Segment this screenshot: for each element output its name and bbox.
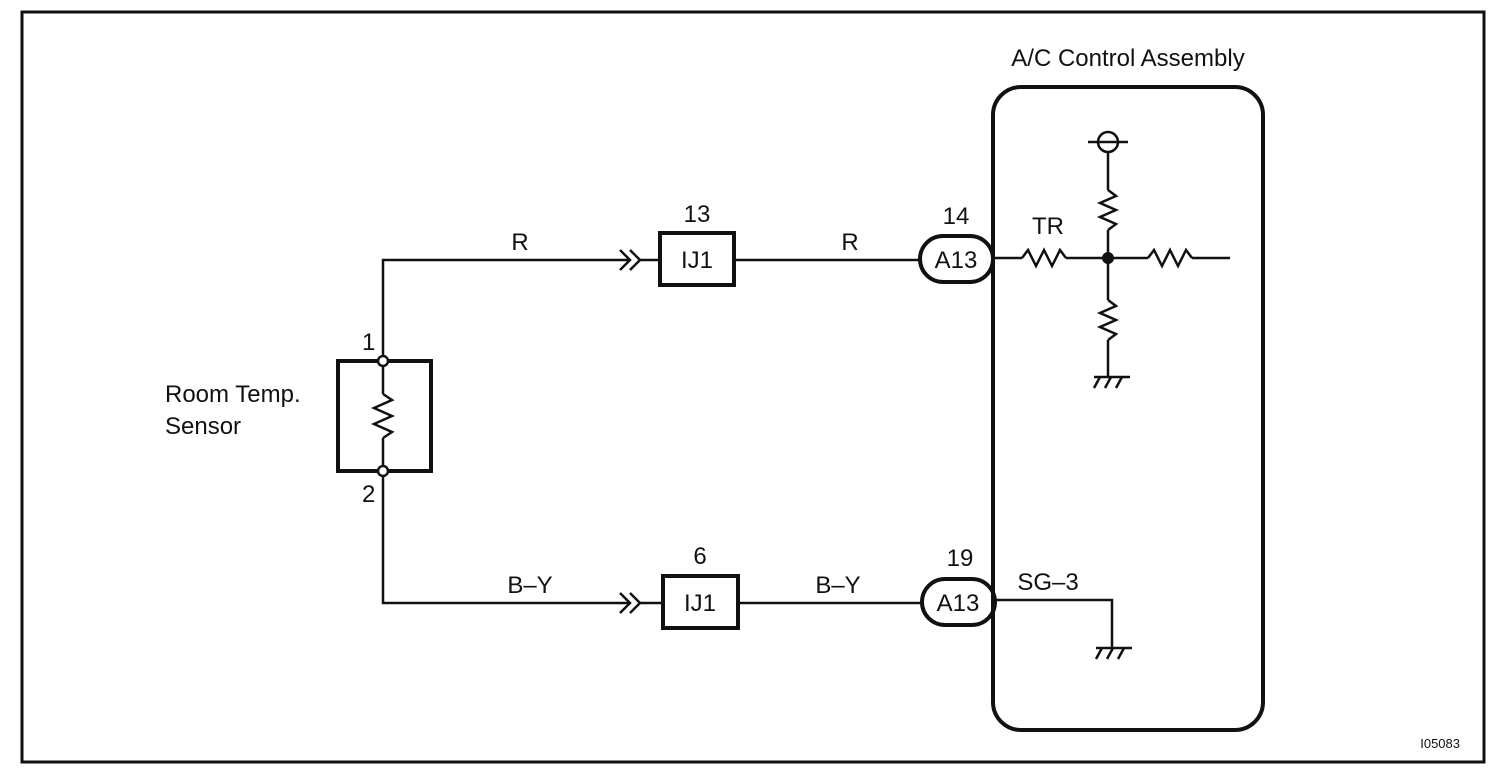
wire-by-sensor [381,476,630,605]
connector-chevron-icon [619,592,632,614]
wire-color-upper-right: R [841,229,858,256]
sensor-pin-1-label: 1 [362,329,375,356]
figure-code: I05083 [1420,736,1460,751]
sensor-pin-2-terminal [376,464,390,478]
sensor-resistor-icon [370,392,396,440]
ac-control-assembly-title: A/C Control Assembly [1011,45,1244,72]
junction-pin-lower: 6 [693,543,706,570]
sensor-pin-2-label: 2 [362,481,375,508]
junction-name-upper: IJ1 [681,247,713,274]
diagram-frame [20,10,1486,764]
resistor-icon [1147,247,1193,269]
wire-color-upper-left: R [511,229,528,256]
internal-resistor-network [993,130,1230,389]
resistor-icon [1021,247,1067,269]
connector-name-upper: A13 [935,247,978,274]
circuit-sg3: IJ1 6 B–Y B–Y A13 19 SG–3 [381,476,1132,660]
wire-color-lower-right: B–Y [815,572,860,599]
circuit-tr: IJ1 13 R R A13 14 TR [381,201,1064,356]
ac-control-assembly: A/C Control Assembly [991,45,1265,732]
resistor-icon [1096,299,1120,341]
connector-pin-lower: 19 [947,545,974,572]
resistor-icon [1096,189,1120,231]
connector-pin-upper: 14 [943,203,970,230]
ground-icon [1094,646,1132,660]
sensor-body [336,359,433,473]
wire-sg3-ground [995,598,1114,648]
ground-icon [1092,375,1130,389]
sensor-label-line1: Room Temp. [165,381,301,408]
wire-r-sensor [381,258,630,356]
terminal-tr-label: TR [1032,213,1064,240]
sensor-pin-1-terminal [376,354,390,368]
ac-control-assembly-box [991,85,1265,732]
junction-node [1102,252,1114,264]
sensor-label-line2: Sensor [165,413,241,440]
room-temp-sensor: 1 2 Room Temp. Sensor [165,329,433,508]
junction-name-lower: IJ1 [684,590,716,617]
connector-a13-lower [920,577,997,627]
wire-color-lower-left: B–Y [507,572,552,599]
junction-pin-upper: 13 [684,201,711,228]
connector-name-lower: A13 [937,590,980,617]
connector-chevron-icon [619,249,632,271]
terminal-sg3-label: SG–3 [1017,569,1078,596]
